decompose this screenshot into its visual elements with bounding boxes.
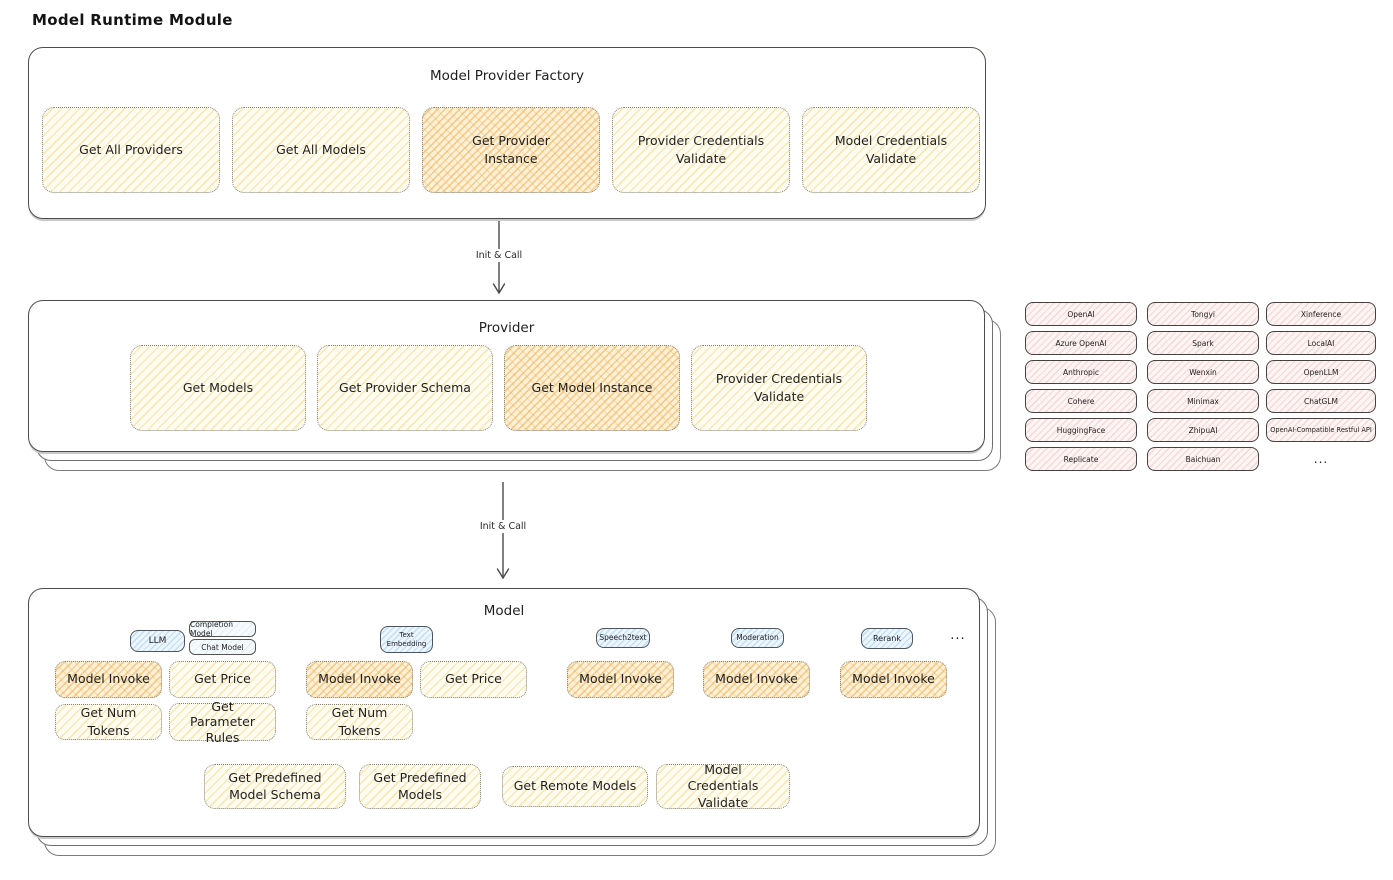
model-group: Model LLM Completion Model Chat Model Te… [28,588,996,856]
tag-completion-model: Completion Model [189,620,256,638]
provider-chip-tongyi: Tongyi [1147,302,1259,326]
node-get-models: Get Models [130,345,306,431]
node-embedding-model-invoke: Model Invoke [306,661,413,698]
node-speech2text-model-invoke: Model Invoke [567,661,674,698]
node-embedding-get-num-tokens: Get Num Tokens [306,704,413,740]
provider-chip-replicate: Replicate [1025,447,1137,471]
provider-chip-huggingface: HuggingFace [1025,418,1137,442]
node-embedding-get-price: Get Price [420,661,527,698]
provider-chip-wenxin: Wenxin [1147,360,1259,384]
tag-chat-model: Chat Model [189,639,256,655]
provider-title: Provider [478,320,535,336]
factory-title: Model Provider Factory [429,68,584,84]
node-get-all-providers: Get All Providers [42,107,220,193]
provider-chip-zhipuai: ZhipuAI [1147,418,1259,442]
provider-chip-openllm: OpenLLM [1266,360,1376,384]
provider-chip-azure-openai: Azure OpenAI [1025,331,1137,355]
provider-chip-baichuan: Baichuan [1147,447,1259,471]
node-get-predefined-model-schema: Get Predefined Model Schema [204,764,346,809]
provider-chip-anthropic: Anthropic [1025,360,1137,384]
factory-group: Model Provider Factory Get All Providers… [28,47,986,219]
tag-speech2text: Speech2text [596,628,650,648]
node-get-remote-models: Get Remote Models [502,766,648,807]
tag-rerank: Rerank [861,628,913,649]
node-model-credentials-validate: Model Credentials Validate [802,107,980,193]
tag-llm: LLM [130,630,185,652]
provider-chip-spark: Spark [1147,331,1259,355]
provider-chip-minimax: Minimax [1147,389,1259,413]
node-llm-get-price: Get Price [169,661,276,698]
node-model-credentials-validate-2: Model Credentials Validate [656,762,790,810]
node-moderation-model-invoke: Model Invoke [703,661,810,698]
node-get-model-instance: Get Model Instance [504,345,680,431]
node-llm-get-num-tokens: Get Num Tokens [55,704,162,740]
provider-list-more: ... [1313,452,1329,466]
node-provider-credentials-validate-2: Provider Credentials Validate [691,345,867,431]
provider-group: Provider Get Models Get Provider Schema … [28,300,1001,471]
node-llm-get-parameter-rules: Get Parameter Rules [169,699,276,745]
provider-chip-openai-compatible: OpenAI-Compatible Restful API [1266,418,1376,442]
provider-chip-cohere: Cohere [1025,389,1137,413]
provider-chip-xinference: Xinference [1266,302,1376,326]
page-title: Model Runtime Module [32,11,233,29]
node-llm-model-invoke: Model Invoke [55,661,162,698]
tag-moderation: Moderation [731,628,784,648]
node-get-provider-instance: Get Provider Instance [422,107,600,193]
tag-text-embedding: Text Embedding [380,626,433,653]
init-call-label-1: Init & Call [463,249,535,262]
node-get-all-models: Get All Models [232,107,410,193]
node-rerank-model-invoke: Model Invoke [840,661,947,698]
model-tags-more: ... [950,628,966,643]
provider-chip-localai: LocalAI [1266,331,1376,355]
node-get-provider-schema: Get Provider Schema [317,345,493,431]
provider-chip-openai: OpenAI [1025,302,1137,326]
init-call-label-2: Init & Call [467,520,539,533]
provider-chip-chatglm: ChatGLM [1266,389,1376,413]
model-title: Model [483,603,525,619]
node-get-predefined-models: Get Predefined Models [359,764,481,809]
node-provider-credentials-validate: Provider Credentials Validate [612,107,790,193]
